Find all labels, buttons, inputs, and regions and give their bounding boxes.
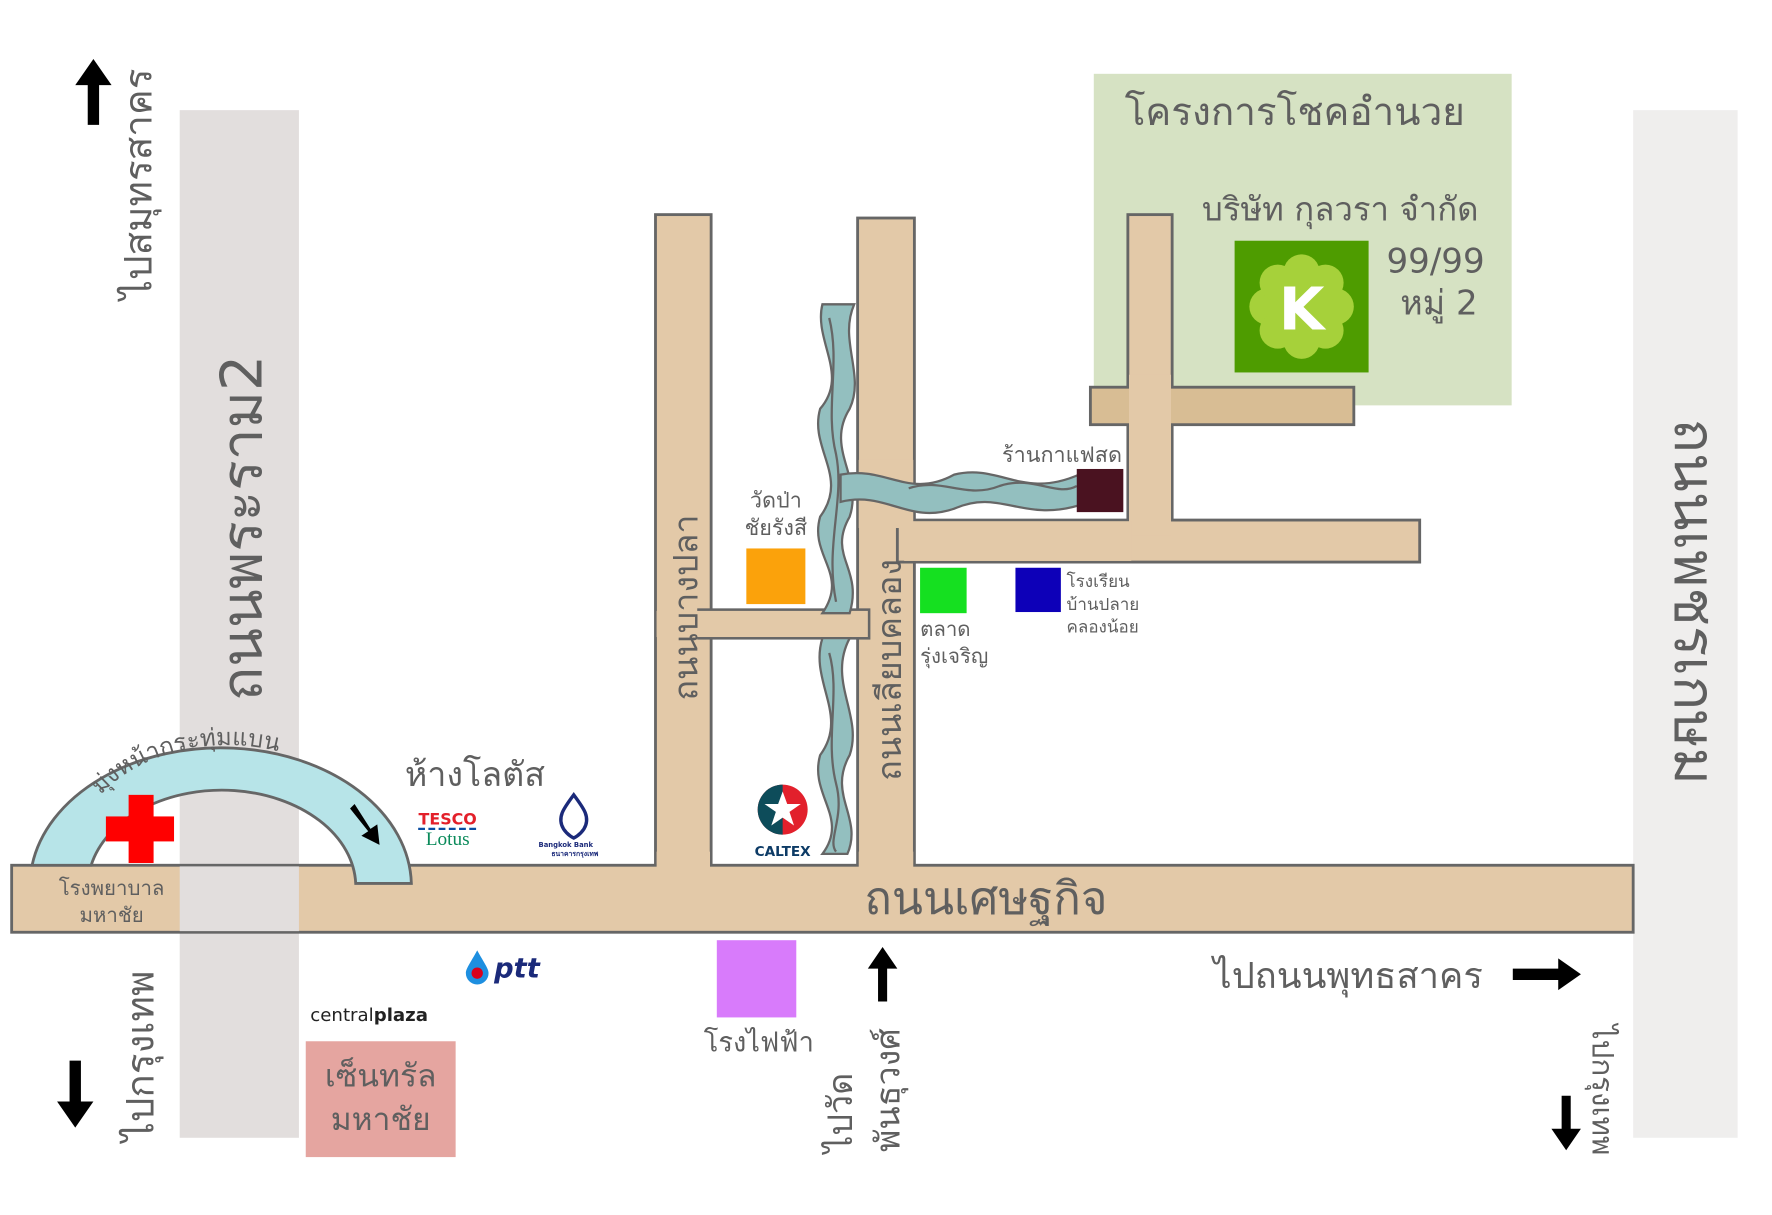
rama2-crossing	[179, 866, 299, 932]
hospital-cross-icon	[105, 794, 175, 863]
hospital-label-1: โรงพยาบาล	[59, 876, 165, 900]
central-plaza-logo: centralplaza	[310, 1005, 428, 1026]
tesco-lotus-logo: TESCO Lotus	[418, 809, 478, 850]
arrow-right-icon	[1512, 958, 1581, 991]
market-label-1: ตลาด	[920, 617, 971, 641]
rama2-highway	[179, 110, 299, 1138]
central-label-1: เซ็นทรัล	[325, 1057, 437, 1095]
address-number: 99/99	[1387, 242, 1485, 282]
direction-bangkok-left: ไปกรุงเทพ	[119, 971, 164, 1145]
svg-text:K: K	[1279, 274, 1327, 343]
power-plant-marker	[716, 940, 797, 1018]
caltex-logo: CALTEX	[755, 784, 812, 860]
svg-text:Lotus: Lotus	[426, 829, 470, 850]
arrow-up-icon	[867, 947, 898, 1002]
bangkok-bank-logo: Bangkok Bank ธนาคารกรุงเทพ	[539, 792, 599, 858]
svg-text:centralplaza: centralplaza	[310, 1005, 428, 1026]
road-phetkasem-label: ถนนเพชรเกษม	[1661, 419, 1727, 785]
company-logo: K	[1234, 240, 1369, 373]
company-name: บริษัท กุลวรา จำกัด	[1202, 189, 1479, 229]
direction-bangkok-right: ไปกรุงเทพ	[1584, 1023, 1619, 1156]
market-label-2: รุ่งเจริญ	[920, 644, 988, 669]
lotus-label: ห้างโลตัส	[405, 755, 545, 795]
direction-wat-2: พันธุวงศ์	[869, 1028, 909, 1152]
svg-text:TESCO: TESCO	[419, 809, 477, 828]
power-plant-label: โรงไฟฟ้า	[704, 1026, 814, 1058]
address-moo: หมู่ 2	[1400, 284, 1477, 324]
coffee-shop-marker	[1076, 468, 1124, 513]
canal	[817, 303, 1081, 856]
arrow-up-icon	[75, 59, 112, 125]
arrow-down-icon	[57, 1060, 94, 1128]
school-marker	[1015, 567, 1061, 613]
school-label-1: โรงเรียน	[1067, 571, 1131, 592]
temple-label-1: วัดป่า	[750, 489, 802, 514]
central-mahachai-marker	[305, 1041, 456, 1158]
project-name: โครงการโชคอำนวย	[1125, 90, 1465, 135]
direction-samut-sakhon: ไปสมุทรสาคร	[116, 69, 161, 303]
road-rama2-label: ถนนพระราม2	[209, 355, 275, 701]
uturn-arrow-icon	[350, 803, 380, 845]
temple-label-2: ชัยรังสี	[745, 516, 808, 541]
school-label-2: บ้านปลาย	[1067, 595, 1140, 615]
hospital-label-2: มหาชัย	[79, 903, 143, 927]
svg-text:ptt: ptt	[493, 954, 541, 985]
svg-text:Bangkok Bank: Bangkok Bank	[539, 841, 594, 849]
central-label-2: มหาชัย	[331, 1101, 431, 1138]
road-setthakit-label: ถนนเศษฐกิจ	[864, 872, 1107, 926]
svg-text:ธนาคารกรุงเทพ: ธนาคารกรุงเทพ	[551, 850, 599, 858]
market-marker	[920, 567, 967, 614]
arrow-down-icon	[1551, 1095, 1581, 1151]
direction-wat-1: ไปวัด	[821, 1073, 861, 1156]
coffee-label: ร้านกาแฟสด	[1002, 443, 1122, 468]
road-bang-pla-label: ถนนบางปลา	[667, 514, 707, 700]
direction-phutthasakhon: ไปถนนพุทธสาคร	[1210, 954, 1482, 998]
temple-marker	[746, 548, 806, 605]
phetkasem-highway	[1633, 110, 1738, 1138]
ptt-logo: ptt	[465, 950, 541, 985]
road-liap-khlong-label: ถนนเลียบคลอง	[870, 559, 910, 781]
svg-text:CALTEX: CALTEX	[755, 844, 812, 860]
school-label-3: คลองน้อย	[1067, 617, 1139, 637]
